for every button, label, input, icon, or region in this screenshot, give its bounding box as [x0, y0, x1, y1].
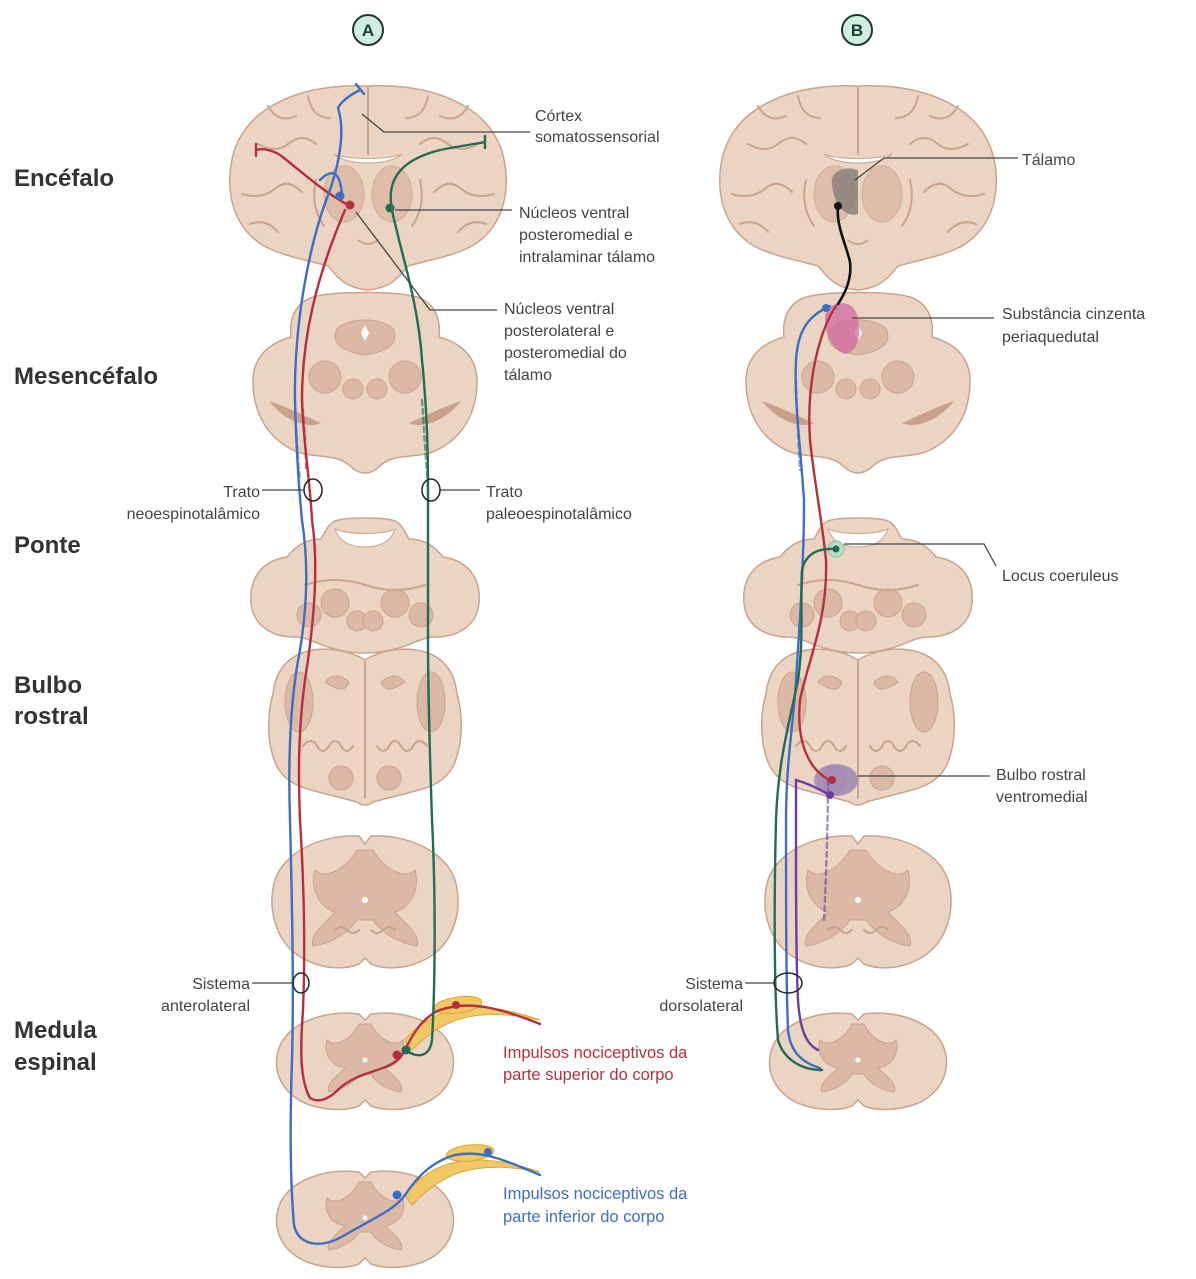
label-rvm-2: ventromedial	[996, 789, 1088, 806]
label-nvpl-4: tálamo	[504, 367, 552, 384]
label-impulse-upper-2: parte superior do corpo	[503, 1066, 674, 1084]
label-nvpl-2: posterolateral e	[504, 323, 614, 340]
label-pag: Substância cinzenta	[1002, 306, 1145, 323]
label-anterolateral-2: anterolateral	[161, 998, 250, 1015]
label-impulse-lower: Impulsos nociceptivos da	[503, 1185, 688, 1203]
label-anterolateral: Sistema	[192, 976, 250, 993]
label-neo-2: neoespinotalâmico	[127, 506, 261, 523]
label-cortex: Córtex	[535, 108, 582, 125]
label-pag-2: periaquedutal	[1002, 329, 1099, 346]
level-medula: Medula	[14, 1017, 97, 1044]
label-locus: Locus coeruleus	[1002, 568, 1119, 585]
panel-b	[720, 86, 997, 1110]
label-paleo-2: paleoespinotalâmico	[486, 506, 632, 523]
label-cortex-2: somatossensorial	[535, 129, 660, 146]
level-labels: Encéfalo Mesencéfalo Ponte Bulbo rostral…	[14, 165, 158, 1076]
panel-a-badge: A	[353, 15, 383, 45]
label-impulse-upper: Impulsos nociceptivos da	[503, 1044, 688, 1062]
level-ponte: Ponte	[14, 532, 81, 559]
label-talamo: Tálamo	[1022, 152, 1075, 169]
level-mesencefalo: Mesencéfalo	[14, 363, 158, 390]
label-neo: Trato	[223, 484, 260, 501]
label-nvpm-3: intralaminar tálamo	[519, 249, 655, 266]
label-nvpm-2: posteromedial e	[519, 227, 633, 244]
label-rvm: Bulbo rostral	[996, 767, 1086, 784]
label-paleo: Trato	[486, 484, 523, 501]
level-bulbo: Bulbo	[14, 672, 82, 699]
label-nvpl: Núcleos ventral	[504, 301, 614, 318]
label-nvpm: Núcleos ventral	[519, 205, 629, 222]
svg-text:B: B	[851, 21, 863, 40]
label-nvpl-3: posteromedial do	[504, 345, 627, 362]
level-encefalo: Encéfalo	[14, 165, 114, 192]
panel-a	[230, 84, 540, 1268]
panel-b-badge: B	[842, 15, 872, 45]
svg-text:A: A	[362, 21, 374, 40]
label-dorsolateral-2: dorsolateral	[659, 998, 743, 1015]
level-medula-2: espinal	[14, 1049, 97, 1076]
level-bulbo-2: rostral	[14, 703, 89, 730]
label-dorsolateral: Sistema	[685, 976, 743, 993]
label-impulse-lower-2: parte inferior do corpo	[503, 1208, 664, 1226]
